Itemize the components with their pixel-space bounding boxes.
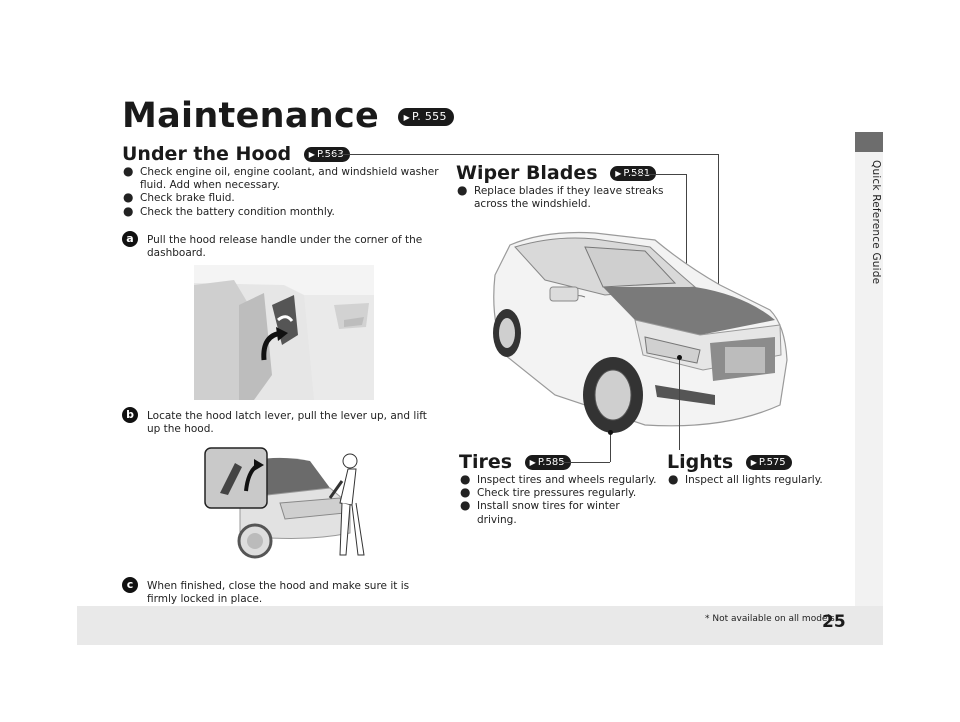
bullet-icon: ●: [460, 485, 471, 500]
wipers-page-ref-link[interactable]: ▶P.581: [610, 166, 657, 181]
wipers-heading: Wiper Blades ▶P.581: [456, 162, 657, 184]
hood-leader-line: [326, 154, 718, 155]
hood-heading-text: Under the Hood: [122, 143, 292, 165]
page-title: Maintenance ▶P. 555: [122, 96, 454, 136]
right-arrow-icon: ▶: [403, 113, 411, 122]
tires-bullet-list: ● Inspect tires and wheels regularly. ● Ch…: [459, 472, 659, 527]
lights-page-ref-link[interactable]: ▶P.575: [745, 455, 792, 470]
right-arrow-icon: ▶: [308, 150, 315, 159]
bullet-icon: ●: [668, 472, 679, 486]
lights-leader-dot: [677, 355, 682, 360]
side-tab-strip: [855, 152, 883, 606]
list-item: ● Check engine oil, engine coolant, and w…: [122, 164, 442, 192]
tires-leader-dot: [608, 430, 613, 435]
bullet-icon: ●: [457, 183, 468, 197]
lights-bullet-list: ● Inspect all lights regularly.: [667, 472, 847, 487]
right-arrow-icon: ▶: [750, 458, 757, 467]
side-tab-marker: [855, 132, 883, 152]
step-badge-b: b: [122, 407, 138, 423]
wipers-heading-text: Wiper Blades: [456, 162, 598, 184]
bullet-text: Check the battery condition monthly.: [140, 205, 335, 218]
tires-leader-line: [560, 462, 610, 463]
bullet-icon: ●: [460, 498, 471, 513]
side-tab-label: Quick Reference Guide: [870, 160, 882, 285]
suv-illustration: [493, 231, 788, 433]
lights-ref-text: P.575: [758, 457, 786, 468]
wipers-ref-text: P.581: [623, 168, 650, 179]
bullet-text: Check engine oil, engine coolant, and wi…: [140, 166, 439, 192]
list-item: ● Check the battery condition monthly.: [122, 203, 442, 219]
footnote: * Not available on all models: [705, 614, 835, 624]
tires-leader-drop: [610, 432, 611, 462]
page-title-text: Maintenance: [122, 96, 380, 136]
right-arrow-icon: ▶: [529, 458, 536, 467]
list-item: ● Check brake fluid.: [122, 190, 442, 205]
bullet-icon: ●: [123, 203, 134, 218]
list-item: ● Install snow tires for winter driving.: [459, 498, 659, 526]
bullet-icon: ●: [123, 164, 134, 178]
bullet-icon: ●: [123, 190, 134, 205]
hood-lift-illustration: [200, 443, 376, 565]
title-page-ref-text: P. 555: [412, 110, 447, 123]
tires-ref-text: P.585: [537, 457, 565, 468]
tires-heading-text: Tires: [459, 451, 513, 473]
step-badge-a: a: [122, 231, 138, 247]
list-item: ● Inspect tires and wheels regularly.: [459, 472, 659, 487]
bullet-text: Replace blades if they leave streaks acr…: [474, 185, 664, 211]
list-item: ● Replace blades if they leave streaks ac…: [456, 183, 666, 211]
lights-heading: Lights ▶P.575: [667, 451, 792, 473]
wipers-bullet-list: ● Replace blades if they leave streaks ac…: [456, 183, 666, 211]
list-item: ● Inspect all lights regularly.: [667, 472, 847, 487]
step-badge-c: c: [122, 577, 138, 593]
wipers-leader-drop: [686, 174, 687, 298]
right-arrow-icon: ▶: [615, 169, 622, 178]
step-b-text: Locate the hood latch lever, pull the le…: [147, 410, 427, 436]
wipers-leader-line: [630, 174, 686, 175]
footer-band: [77, 606, 883, 645]
list-item: ● Check tire pressures regularly.: [459, 485, 659, 500]
bullet-text: Inspect tires and wheels regularly.: [477, 474, 657, 486]
tires-page-ref-link[interactable]: ▶P.585: [524, 455, 571, 470]
step-c-text: When finished, close the hood and make s…: [147, 580, 410, 606]
hood-leader-drop: [718, 154, 719, 312]
bullet-icon: ●: [460, 472, 471, 486]
hood-heading: Under the Hood ▶P.563: [122, 143, 350, 165]
hood-bullet-list: ● Check engine oil, engine coolant, and w…: [122, 164, 442, 219]
tires-heading: Tires ▶P.585: [459, 451, 571, 473]
step-a-text: Pull the hood release handle under the c…: [147, 234, 423, 260]
bullet-text: Check tire pressures regularly.: [477, 487, 637, 500]
lights-heading-text: Lights: [667, 451, 734, 473]
lights-leader-drop: [679, 358, 680, 450]
bullet-text: Inspect all lights regularly.: [685, 474, 823, 486]
hood-release-illustration: [194, 265, 374, 400]
title-page-ref-link[interactable]: ▶P. 555: [397, 108, 454, 126]
bullet-text: Install snow tires for winter driving.: [477, 500, 620, 526]
bullet-text: Check brake fluid.: [140, 192, 235, 205]
page-number: 25: [822, 612, 846, 632]
